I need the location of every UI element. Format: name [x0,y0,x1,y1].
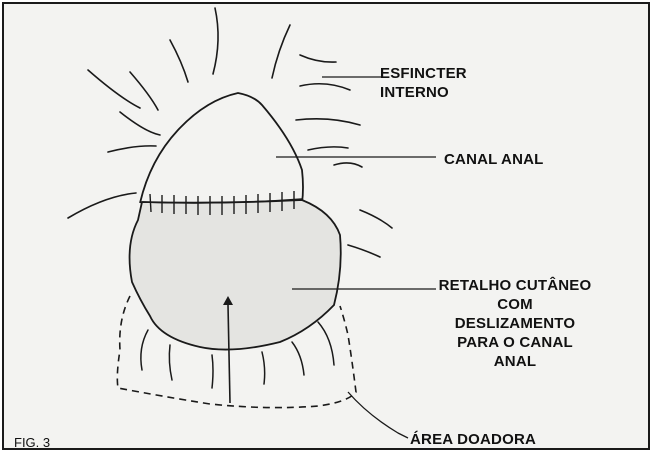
label-esfincter-line1: ESFINCTER [380,64,492,83]
label-canal-anal: CANAL ANAL [444,150,584,169]
donor-stroke [292,342,304,375]
sphincter-stroke [108,146,156,152]
anal-canal-outline [140,93,303,203]
sphincter-stroke [272,25,290,78]
label-retalho-cutaneo: RETALHO CUTÂNEO COM DESLIZAMENTO PARA O … [436,276,594,371]
donor-stroke [141,330,148,370]
leader-area-doadora [348,392,408,438]
sphincter-stroke [300,84,350,90]
sphincter-stroke [308,147,348,150]
donor-stroke [169,345,172,380]
label-retalho-line4: PARA O CANAL [436,333,594,352]
donor-stroke [262,352,265,384]
sphincter-stroke [360,210,392,228]
label-retalho-line1: RETALHO CUTÂNEO [436,276,594,295]
label-retalho-line2: COM [436,295,594,314]
sphincter-stroke [348,245,380,257]
label-retalho-line5: ANAL [436,352,594,371]
sphincter-stroke [170,40,188,82]
sphincter-stroke [120,112,160,135]
label-area-doadora: ÁREA DOADORA [410,430,560,449]
sphincter-stroke [300,55,336,62]
label-esfincter-interno: ESFINCTER INTERNO [380,64,492,102]
label-esfincter-line2: INTERNO [380,83,492,102]
sphincter-stroke [68,193,136,218]
stitch [150,194,151,212]
donor-stroke [318,322,334,365]
sphincter-stroke [213,8,218,74]
sphincter-stroke [334,163,362,167]
figure-label: FIG. 3 [14,436,50,450]
sphincter-stroke [296,119,360,125]
donor-stroke [212,355,213,388]
skin-flap [130,200,341,350]
label-retalho-line3: DESLIZAMENTO [436,314,594,333]
